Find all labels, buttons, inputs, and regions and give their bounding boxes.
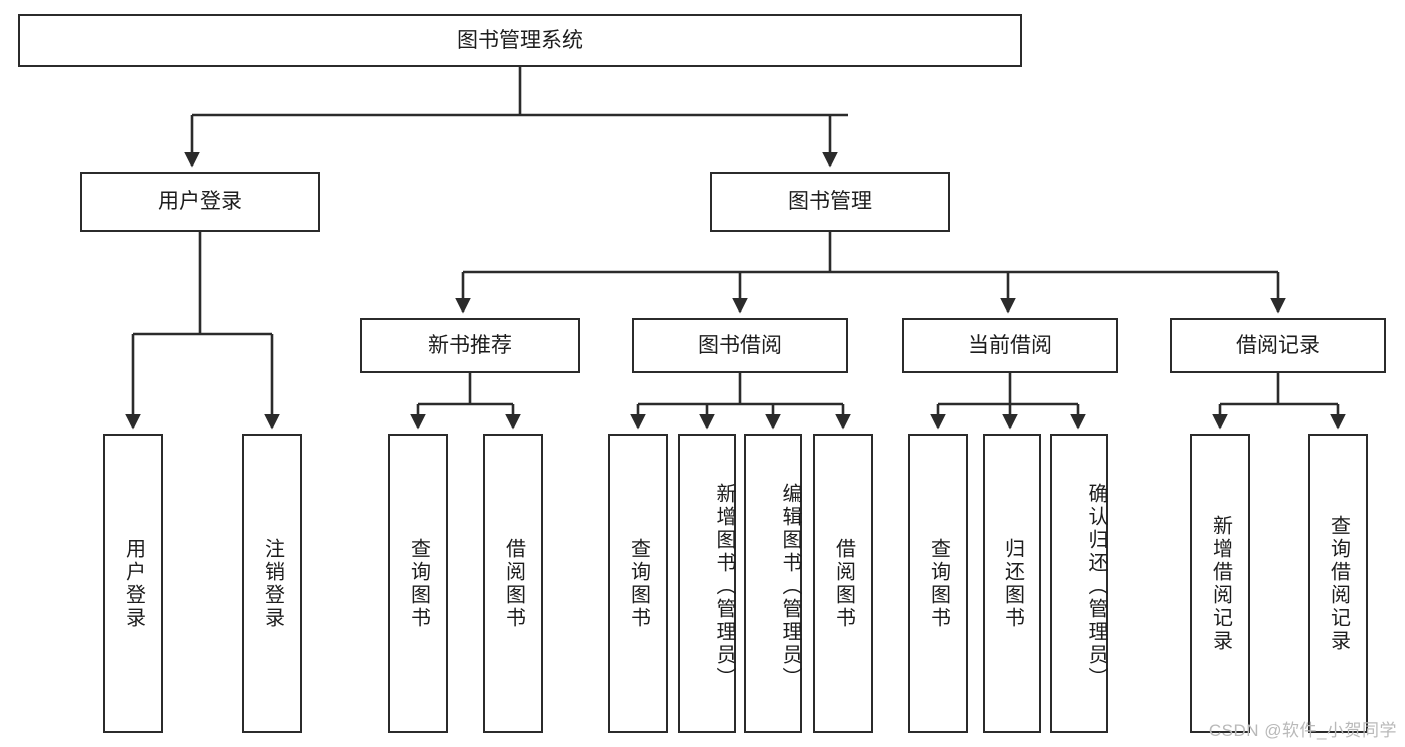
node-label: 确认归还（管理员） [1085,483,1107,690]
leaf-book-borrow-query[interactable]: 查询图书 [608,434,668,733]
csdn-watermark: CSDN @软件_小贺同学 [1208,721,1397,740]
node-root-book-management-system[interactable]: 图书管理系统 [18,14,1022,67]
leaf-new-book-query[interactable]: 查询图书 [388,434,448,733]
node-label: 新书推荐 [428,333,512,357]
leaf-borrow-record-query[interactable]: 查询借阅记录 [1308,434,1368,733]
node-book-borrow[interactable]: 图书借阅 [632,318,848,373]
leaf-borrow-record-add[interactable]: 新增借阅记录 [1190,434,1250,733]
node-label: 新增图书（管理员） [713,483,735,690]
leaf-user-login-logout[interactable]: 注销登录 [242,434,302,733]
leaf-current-borrow-return[interactable]: 归还图书 [983,434,1041,733]
node-current-borrow[interactable]: 当前借阅 [902,318,1118,373]
node-label: 图书管理系统 [457,28,583,52]
node-label: 图书借阅 [698,333,782,357]
node-new-book-recommend[interactable]: 新书推荐 [360,318,580,373]
node-label: 当前借阅 [968,333,1052,357]
node-label: 编辑图书（管理员） [779,483,801,690]
leaf-current-borrow-confirm-admin[interactable]: 确认归还（管理员） [1050,434,1108,733]
node-book-management[interactable]: 图书管理 [710,172,950,232]
node-label: 注销登录 [261,537,284,630]
node-user-login[interactable]: 用户登录 [80,172,320,232]
node-label: 查询借阅记录 [1327,514,1350,653]
node-label: 查询图书 [927,537,950,630]
node-label: 新增借阅记录 [1209,514,1232,653]
leaf-current-borrow-query[interactable]: 查询图书 [908,434,968,733]
node-borrow-record[interactable]: 借阅记录 [1170,318,1386,373]
leaf-book-borrow-add-admin[interactable]: 新增图书（管理员） [678,434,736,733]
node-label: 查询图书 [627,537,650,630]
leaf-book-borrow-edit-admin[interactable]: 编辑图书（管理员） [744,434,802,733]
node-label: 借阅图书 [832,537,855,630]
node-label: 归还图书 [1001,537,1024,630]
leaf-book-borrow-borrow[interactable]: 借阅图书 [813,434,873,733]
node-label: 图书管理 [788,190,872,214]
node-label: 借阅图书 [502,537,525,630]
node-label: 借阅记录 [1236,333,1320,357]
leaf-new-book-borrow[interactable]: 借阅图书 [483,434,543,733]
leaf-user-login-login[interactable]: 用户登录 [103,434,163,733]
node-label: 用户登录 [122,537,145,630]
node-label: 用户登录 [158,190,242,214]
node-label: 查询图书 [407,537,430,630]
